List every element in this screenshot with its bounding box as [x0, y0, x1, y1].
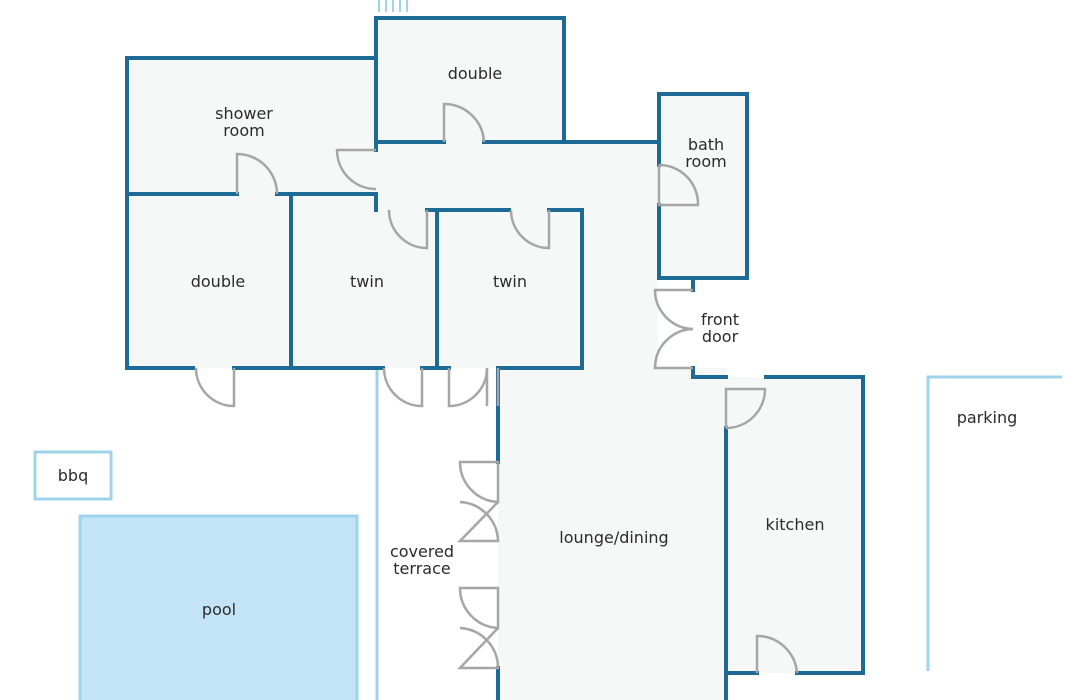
label-twin-1: twin: [350, 272, 384, 291]
door-bath-room: [657, 163, 700, 207]
door-kitchen-top: [724, 387, 767, 430]
label-shower-room-line2: room: [223, 121, 264, 140]
walls: [125, 16, 865, 700]
label-kitchen: kitchen: [766, 515, 825, 534]
label-twin-2: twin: [493, 272, 527, 291]
label-front-door-line2: door: [702, 327, 739, 346]
door-twin-2: [509, 209, 551, 250]
bbq-area: [33, 450, 113, 501]
door-twin-1: [387, 209, 429, 250]
door-front-left: [653, 288, 694, 331]
door-twin-2-terrace: [447, 367, 489, 408]
label-covered-terrace-line1: covered: [390, 542, 454, 561]
label-bath-room-line2: room: [685, 152, 726, 171]
door-hall-west: [335, 148, 377, 191]
door-twin-1-terrace: [382, 367, 424, 408]
door-front-right: [653, 327, 694, 370]
top-marks: [378, 0, 408, 12]
label-bath-room-line1: bath: [688, 135, 724, 154]
label-front-door-line1: front: [701, 310, 739, 329]
doors: [194, 102, 799, 674]
door-kitchen-bottom: [755, 634, 799, 674]
pool-area: [78, 514, 359, 700]
labels: double shower room bath room double twin…: [58, 64, 1018, 619]
parking-outline: [926, 375, 1062, 671]
door-terrace-4: [457, 626, 500, 670]
label-shower-room-line1: shower: [215, 104, 273, 123]
door-double-left: [194, 367, 236, 408]
door-double-top: [442, 102, 486, 143]
label-lounge-dining: lounge/dining: [559, 528, 668, 547]
label-pool: pool: [202, 600, 236, 619]
label-double-top: double: [448, 64, 503, 83]
door-shower-room: [235, 152, 279, 195]
label-covered-terrace-line2: terrace: [393, 559, 450, 578]
room-fills: [127, 18, 863, 700]
label-double-left: double: [191, 272, 246, 291]
label-parking: parking: [957, 408, 1018, 427]
door-terrace-2: [457, 500, 500, 543]
door-terrace-1: [458, 460, 500, 504]
label-bbq: bbq: [58, 466, 88, 485]
door-terrace-3: [458, 586, 500, 630]
